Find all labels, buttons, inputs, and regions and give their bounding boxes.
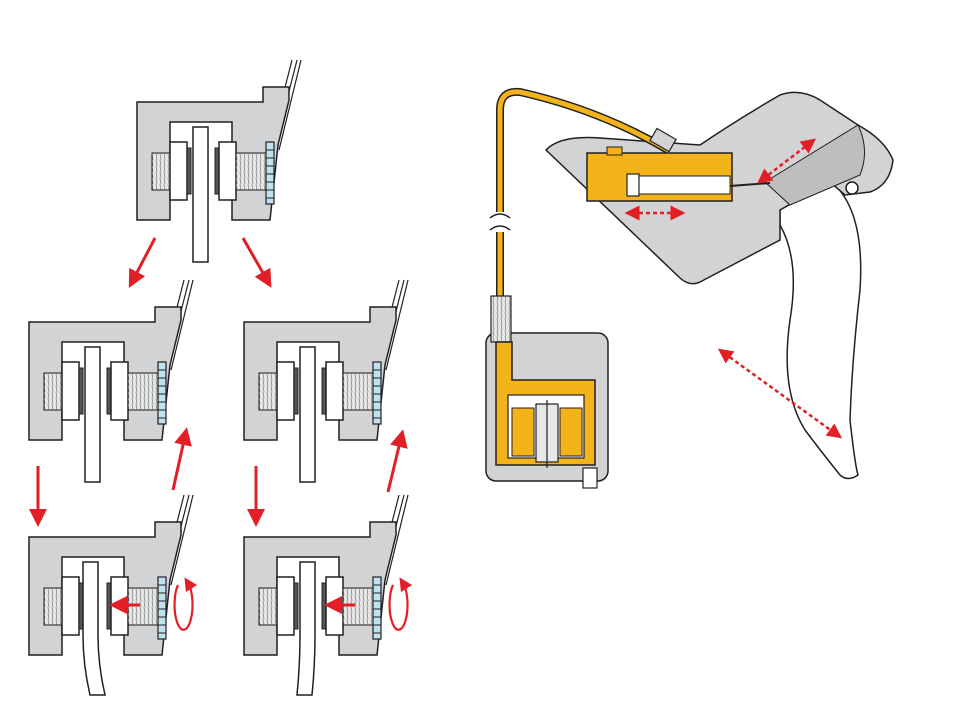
hydraulic-lever-system xyxy=(485,87,894,489)
caliper-step-left xyxy=(28,279,194,483)
caliper-piston-right xyxy=(559,407,583,457)
hydraulic-hose xyxy=(497,89,670,212)
rotor xyxy=(84,346,101,483)
caliper-piston-left xyxy=(511,407,535,457)
caliper-step-right xyxy=(243,279,409,483)
reservoir-cap xyxy=(606,146,623,156)
caliper-adjust-left xyxy=(28,494,194,696)
rotor xyxy=(296,561,316,696)
caliper-body xyxy=(243,279,409,441)
step-arrows xyxy=(29,237,413,631)
pivot-icon xyxy=(845,181,859,195)
rotate-arrow-icon xyxy=(173,577,198,631)
caliper-body xyxy=(28,279,194,441)
caliper-initial xyxy=(136,59,302,263)
arrow-up xyxy=(386,429,408,493)
arrow-up xyxy=(171,427,192,491)
caliper-adjust-right xyxy=(243,494,409,696)
arrow-down-right xyxy=(241,237,272,288)
arrow-down-left xyxy=(128,237,157,288)
bleed-nipple xyxy=(582,467,598,489)
caliper-body xyxy=(28,494,194,656)
hose-break-icon xyxy=(489,213,511,231)
hose-connector xyxy=(490,295,512,343)
piston-bore xyxy=(629,175,731,195)
rotate-arrow-icon xyxy=(388,577,413,631)
paddle-motion-arrow xyxy=(757,138,816,184)
rotor xyxy=(82,561,106,696)
lever-motion-arrow xyxy=(717,348,843,439)
hose-fitting xyxy=(649,127,677,153)
rotor xyxy=(192,126,209,263)
rotor xyxy=(299,346,316,483)
caliper-body xyxy=(136,59,302,221)
caliper-body xyxy=(243,494,409,656)
brake-lever-blade xyxy=(779,184,862,480)
piston xyxy=(626,173,640,197)
